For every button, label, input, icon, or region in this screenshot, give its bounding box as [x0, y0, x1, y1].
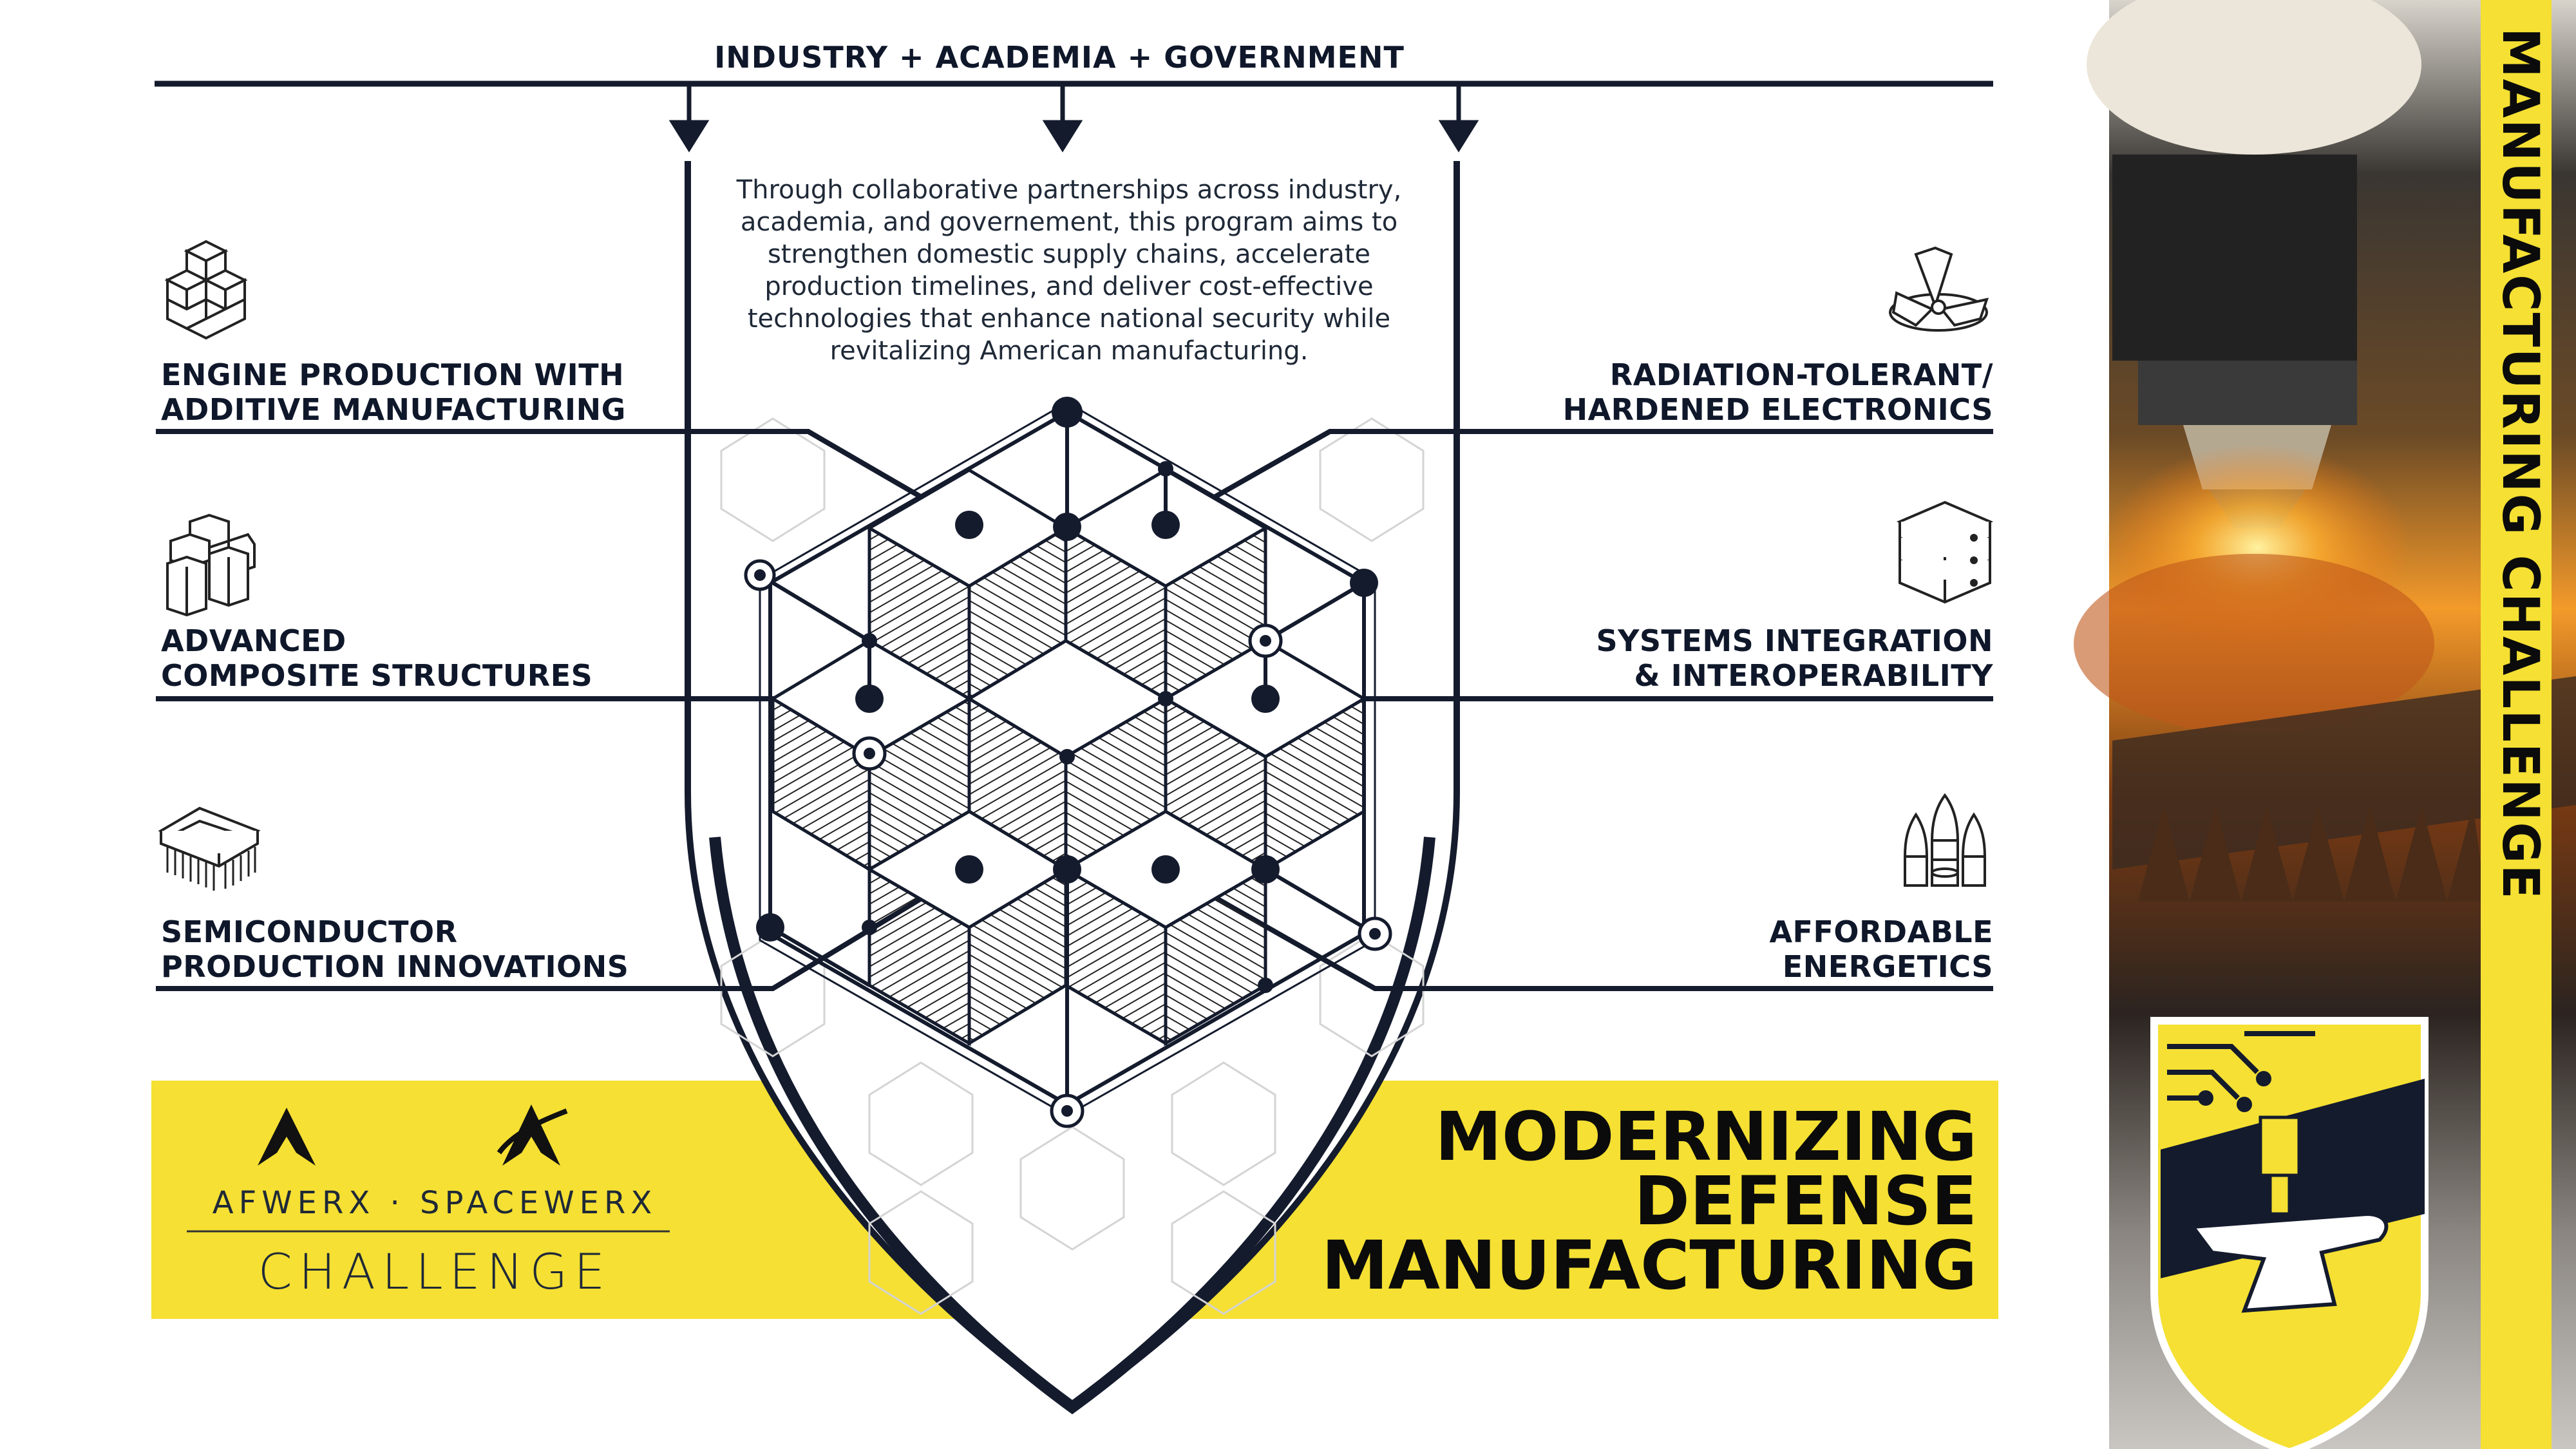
category-label-line1: SEMICONDUCTOR: [161, 914, 458, 949]
category-label-line2: & INTEROPERABILITY: [1634, 658, 1993, 693]
category-label-line1: RADIATION-TOLERANT/: [1609, 357, 1993, 392]
category-label-line1: ENGINE PRODUCTION WITH: [161, 357, 625, 392]
page-title: INDUSTRY + ACADEMIA + GOVERNMENT: [714, 40, 1405, 75]
category-label-line1: SYSTEMS INTEGRATION: [1596, 623, 1993, 658]
header-arrows: [668, 84, 1479, 153]
hex-cube-diagram: [744, 397, 1392, 1128]
category-label-line2: ADDITIVE MANUFACTURING: [161, 392, 626, 427]
brand-name: AFWERX · SPACEWERX: [212, 1185, 658, 1221]
intro-paragraph: Through collaborative partnerships acros…: [736, 175, 1402, 366]
vertical-title: MANUFACTURING CHALLENGE: [2491, 27, 2549, 900]
manufacturing-emblem-icon: [2150, 1017, 2429, 1449]
afwerx-logo-icon: [258, 1108, 316, 1166]
category-label-line1: AFFORDABLE: [1769, 914, 1993, 949]
banner-title: MODERNIZING DEFENSE MANUFACTURING: [1321, 1097, 1977, 1305]
category-systems-integration: SYSTEMS INTEGRATION & INTEROPERABILITY: [1596, 623, 1993, 693]
category-label-line2: COMPOSITE STRUCTURES: [161, 658, 593, 693]
category-label-line2: HARDENED ELECTRONICS: [1562, 392, 1993, 427]
laser-head-illustration: [2074, 0, 2576, 902]
hexagon-cells-icon: [166, 513, 256, 617]
microchip-icon: [158, 806, 261, 891]
server-stack-icon: [1896, 500, 1994, 604]
category-label-line2: PRODUCTION INNOVATIONS: [161, 949, 629, 984]
category-radiation-electronics: RADIATION-TOLERANT/ HARDENED ELECTRONICS: [1563, 357, 1993, 427]
banner-title-line1: MODERNIZING: [1435, 1097, 1977, 1176]
category-energetics: AFFORDABLE ENERGETICS: [1769, 914, 1993, 984]
shield-rim: [709, 837, 1435, 1415]
category-label-line1: ADVANCED: [161, 623, 346, 658]
vertical-title-strip: [2481, 0, 2552, 1449]
banner-title-line3: MANUFACTURING: [1321, 1226, 1977, 1305]
category-label-line2: ENERGETICS: [1782, 949, 1993, 984]
category-composite-structures: ADVANCED COMPOSITE STRUCTURES: [161, 623, 592, 693]
challenge-label: CHALLENGE: [258, 1243, 612, 1300]
spacewerx-logo-icon: [497, 1104, 568, 1166]
radiation-icon: [1889, 246, 1989, 332]
munitions-icon: [1903, 793, 1987, 887]
category-engine-production: ENGINE PRODUCTION WITH ADDITIVE MANUFACT…: [161, 357, 626, 427]
banner-title-line2: DEFENSE: [1634, 1162, 1977, 1240]
category-semiconductor: SEMICONDUCTOR PRODUCTION INNOVATIONS: [161, 914, 629, 984]
stacked-cubes-icon: [164, 240, 248, 340]
